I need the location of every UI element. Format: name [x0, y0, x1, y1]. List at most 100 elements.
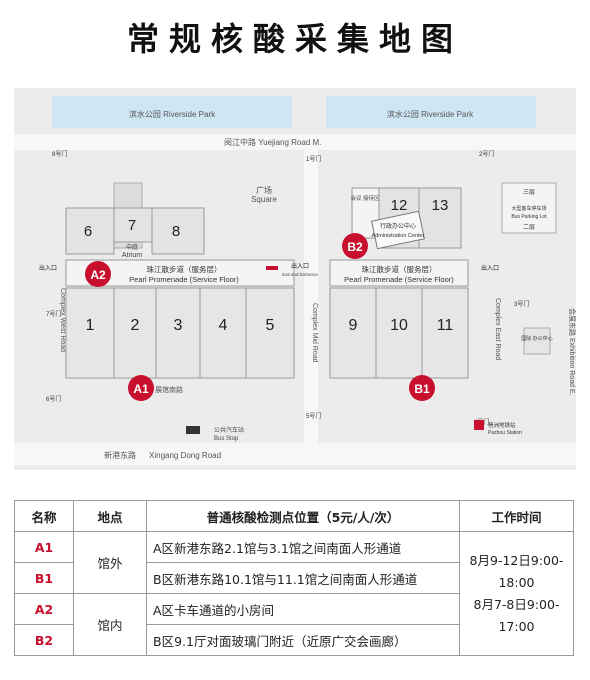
hall-4 [199, 287, 247, 379]
gate-8: 8号门 [52, 150, 67, 158]
hall-13 [418, 187, 462, 249]
road-south-en: Xingang Dong Road [149, 451, 221, 460]
promenade-b [329, 259, 469, 287]
hall-9-label: 9 [349, 317, 358, 334]
marker-b2-pin[interactable] [342, 233, 368, 259]
bus-stop-en: Bus Stop [214, 436, 239, 442]
intl-office [523, 327, 551, 355]
promenade-b-cn: 珠江散步道（服务层） [362, 264, 437, 274]
exit-mid-cn: 出入口 [291, 262, 309, 270]
table-row: B1 B区新港东路10.1馆与11.1馆之间南面人形通道 [14, 562, 574, 594]
marker-a2[interactable]: A2 [85, 261, 111, 287]
gate-6: 6号门 [46, 395, 61, 403]
marker-a2-label: A2 [90, 268, 106, 282]
marker-b1-label: B1 [414, 382, 430, 396]
hall-2-label: 2 [131, 317, 140, 334]
hall-8 [151, 207, 205, 255]
riverside-park-west [52, 96, 292, 128]
marker-b2-label: B2 [347, 240, 363, 254]
park-label-east: 滨水公园 Riverside Park [387, 109, 474, 119]
floor3-label: 三层 [523, 189, 535, 196]
marker-b1[interactable]: B1 [409, 375, 435, 401]
complex-mid-road [304, 150, 318, 450]
complex-south-cn: 展馆南路 [155, 385, 183, 394]
hall-7-label: 7 [128, 217, 136, 234]
hall-4-label: 4 [219, 317, 228, 334]
bus-icon [186, 426, 200, 434]
col-location: 地点 [73, 500, 147, 532]
row-name: B2 [14, 624, 74, 656]
complex-mid-label: Complex Mid Road [311, 303, 318, 363]
exit-mid-en: Exit and Entrance [282, 272, 318, 277]
promenade-b-en: Pearl Promenade (Service Floor) [344, 275, 454, 284]
row-name: B1 [14, 562, 74, 594]
row-name: A1 [14, 531, 74, 563]
row-desc: B区9.1厅对面玻璃门附近（近原广交会画廊） [146, 624, 460, 656]
hours-line-1: 8月9-12日9:00-18:00 [469, 552, 564, 590]
conference-label: 会议 接待区 [350, 194, 380, 202]
hall-10-label: 10 [390, 317, 408, 334]
venue-map-svg: 滨水公园 Riverside Park 滨水公园 Riverside Park … [14, 88, 576, 470]
floor2-label: 二层 [523, 224, 535, 231]
road-south-cn: 新港东路 [104, 450, 136, 460]
gate-2: 2号门 [479, 150, 494, 158]
table-row: A2 馆内 A区卡车通道的小房间 [14, 593, 574, 656]
loc-inside: 馆内 [73, 593, 147, 656]
hall-5 [245, 287, 295, 379]
row-desc: A区卡车通道的小房间 [146, 593, 460, 625]
hall-13-label: 13 [432, 197, 449, 214]
square-en: Square [251, 195, 277, 204]
complex-west-label: Complex West Road [59, 288, 66, 352]
table-header-row: 名称 地点 普通核酸检测点位置（5元/人/次） 工作时间 [14, 500, 574, 532]
hall-1 [65, 287, 115, 379]
marker-a1-pin[interactable] [128, 375, 154, 401]
marker-a2-pin[interactable] [85, 261, 111, 287]
col-hours: 工作时间 [459, 500, 574, 532]
venue-map: 滨水公园 Riverside Park 滨水公园 Riverside Park … [14, 88, 576, 470]
bus-parking-cn: 大型客车停车场 [511, 205, 546, 212]
exhibition-road-label: 会展东路 Exhibition Road E. [568, 308, 576, 396]
marker-a1[interactable]: A1 [128, 375, 154, 401]
xingang-road [14, 443, 576, 465]
hall-1-label: 1 [86, 317, 95, 334]
table-row: A1 馆外 A区新港东路2.1馆与3.1馆之间南面人形通道 8月9-12日9:0… [14, 531, 574, 656]
row-name: A2 [14, 593, 74, 625]
atrium-cn: 中庭 [126, 243, 138, 251]
hall-3-label: 3 [174, 317, 183, 334]
hall-6 [65, 207, 115, 255]
hall-6-label: 6 [84, 223, 92, 240]
metro-cn: 琶洲地铁站 [488, 421, 516, 429]
marker-b2[interactable]: B2 [342, 233, 368, 259]
hall-9 [329, 287, 377, 379]
table-row: B2 B区9.1厅对面玻璃门附近（近原广交会画廊） [14, 624, 574, 656]
riverside-park-east [326, 96, 536, 128]
admin-cn: 行政办公中心 [380, 222, 416, 230]
metro-en: Pazhou Station [488, 430, 522, 436]
square-cn: 广场 [256, 185, 272, 195]
marker-a1-label: A1 [133, 382, 149, 396]
hall-10 [375, 287, 423, 379]
bus-stop-cn: 公共汽车站 [214, 426, 244, 434]
sites-table: 名称 地点 普通核酸检测点位置（5元/人/次） 工作时间 A1 馆外 A区新港东… [14, 500, 574, 656]
a2-room-mark [266, 266, 278, 270]
col-name: 名称 [14, 500, 74, 532]
gate-3: 3号门 [514, 300, 529, 308]
hall-3 [155, 287, 201, 379]
intl-office-label: 国际 办公中心 [521, 335, 552, 342]
gate-5: 5号门 [306, 412, 321, 420]
hours-line-2: 8月7-8日9:00-17:00 [473, 596, 560, 634]
yuejiang-road [14, 134, 576, 150]
loc-outside: 馆外 [73, 531, 147, 594]
gate-1: 1号门 [306, 155, 321, 163]
road-north-label: 阅江中路 Yuejiang Road M. [224, 137, 321, 147]
row-desc: A区新港东路2.1馆与3.1馆之间南面人形通道 [146, 531, 460, 563]
admin-center [371, 210, 425, 250]
hall-11-label: 11 [437, 317, 454, 334]
exit-east-cn: 出入口 [481, 264, 499, 272]
admin-en: Administration Center [372, 233, 425, 239]
marker-b1-pin[interactable] [409, 375, 435, 401]
promenade-a-en: Pearl Promenade (Service Floor) [129, 275, 239, 284]
park-label-west: 滨水公园 Riverside Park [129, 109, 216, 119]
bus-parking-en: Bus Parking Lot [511, 214, 547, 220]
complex-east-label: Complex East Road [494, 298, 501, 360]
